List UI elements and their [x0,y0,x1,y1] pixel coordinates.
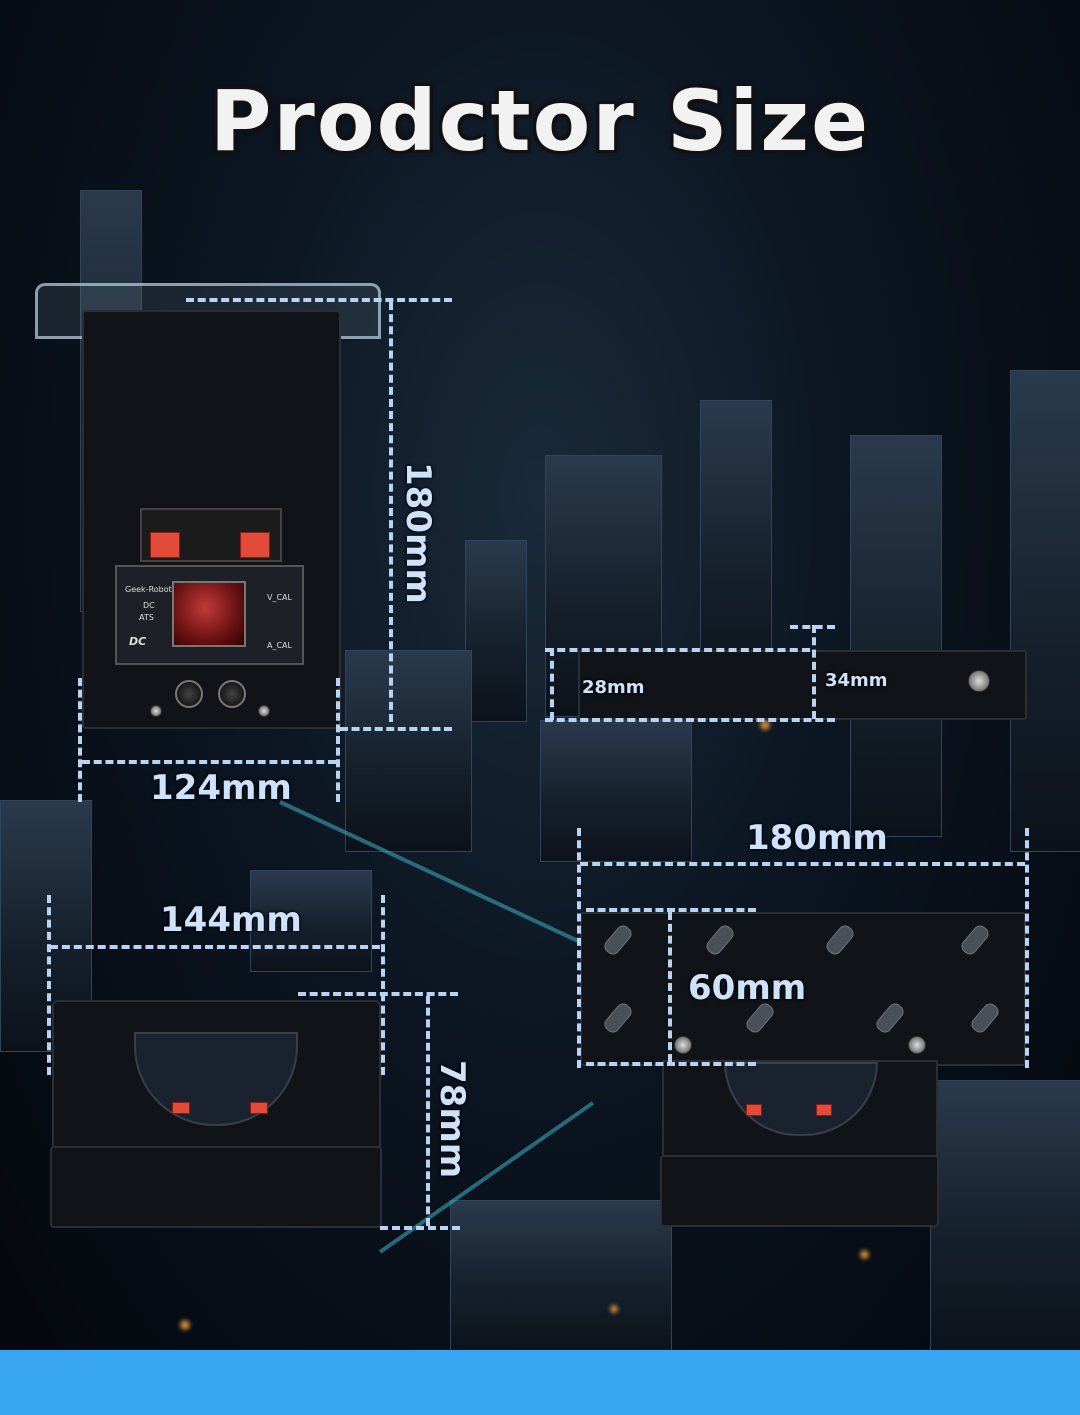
bottom-width-label: 144mm [160,900,302,940]
bottom-height-bottom-line [380,1226,460,1230]
mount-slot [703,922,737,958]
red-terminal-left [746,1104,762,1116]
screw-icon [150,705,162,717]
back-height-label: 60mm [688,968,807,1008]
bottom-base [50,1146,382,1228]
lcd-display [172,581,246,647]
screw-icon [968,670,990,692]
back-plate [580,912,1026,1066]
bracket-cutout [724,1062,878,1136]
skyline-building [450,1200,672,1352]
bottom-width-line [50,945,380,949]
red-terminal-right [816,1104,832,1116]
back-base [660,1155,939,1227]
screw-icon [674,1036,692,1054]
model-line1: DC [143,601,155,610]
skyline-building [345,650,472,852]
width-dimension-line [82,760,336,764]
height-top-line [186,298,452,302]
skyline-building [540,720,692,862]
back-bracket [662,1060,938,1164]
bottom-height-label: 78mm [432,1060,472,1179]
back-width-line [580,862,1025,866]
skyline-building [250,870,372,972]
side-depth-line [812,625,816,719]
mount-slot [601,1000,635,1036]
city-light [610,1305,618,1313]
bracket-cutout [134,1032,298,1126]
mount-slot [958,922,992,958]
voltage-knob[interactable] [175,680,203,708]
back-height-top-line [586,908,756,912]
side-top-line [545,648,810,652]
bottom-width-right-line [381,895,385,1075]
model-badge: DC [129,635,147,648]
skyline-tower [1010,370,1080,852]
red-terminal-left [150,532,180,558]
voltage-cal-label: V_CAL [267,593,292,602]
front-height-label: 180mm [398,462,438,604]
screw-icon [258,705,270,717]
front-width-label: 124mm [150,768,292,808]
width-right-line [336,678,340,802]
back-width-label: 180mm [746,818,888,858]
back-width-left-line [577,828,581,1068]
current-knob[interactable] [218,680,246,708]
bottom-width-left-line [47,895,51,1075]
page-title: Prodctor Size [209,72,871,170]
red-terminal-right [250,1102,268,1114]
bottom-banner-bar [0,1350,1080,1415]
back-width-right-line [1025,828,1029,1068]
skyline-building [930,1080,1080,1352]
skyline-building [465,540,527,722]
meter-panel: Geek-Robot DC ATS DC V_CAL A_CAL [115,565,304,665]
brand-label: Geek-Robot [125,585,172,594]
side-depth-top-line [790,625,835,629]
bottom-height-top-line [298,992,458,996]
side-view-plate [578,650,1027,720]
mount-slot [968,1000,1002,1036]
side-depth-label: 34mm [825,670,888,691]
city-light [760,720,770,730]
city-light [180,1320,190,1330]
height-dimension-line [389,302,393,722]
city-light [860,1250,869,1259]
side-thickness-line [550,648,554,720]
mount-slot [823,922,857,958]
width-left-line [78,678,82,802]
current-cal-label: A_CAL [267,641,292,650]
bottom-bracket [52,1000,381,1154]
terminal-block [140,508,282,562]
red-terminal-right [240,532,270,558]
back-height-bottom-line [586,1062,756,1066]
model-line2: ATS [139,613,154,622]
screw-icon [908,1036,926,1054]
skyline-tower [850,435,942,837]
mount-slot [601,922,635,958]
back-height-line [668,912,672,1062]
mount-slot [873,1000,907,1036]
side-bottom-line [545,718,835,722]
height-bottom-line [340,727,452,731]
side-thickness-label: 28mm [582,677,645,698]
bottom-height-line [426,996,430,1226]
red-terminal-left [172,1102,190,1114]
